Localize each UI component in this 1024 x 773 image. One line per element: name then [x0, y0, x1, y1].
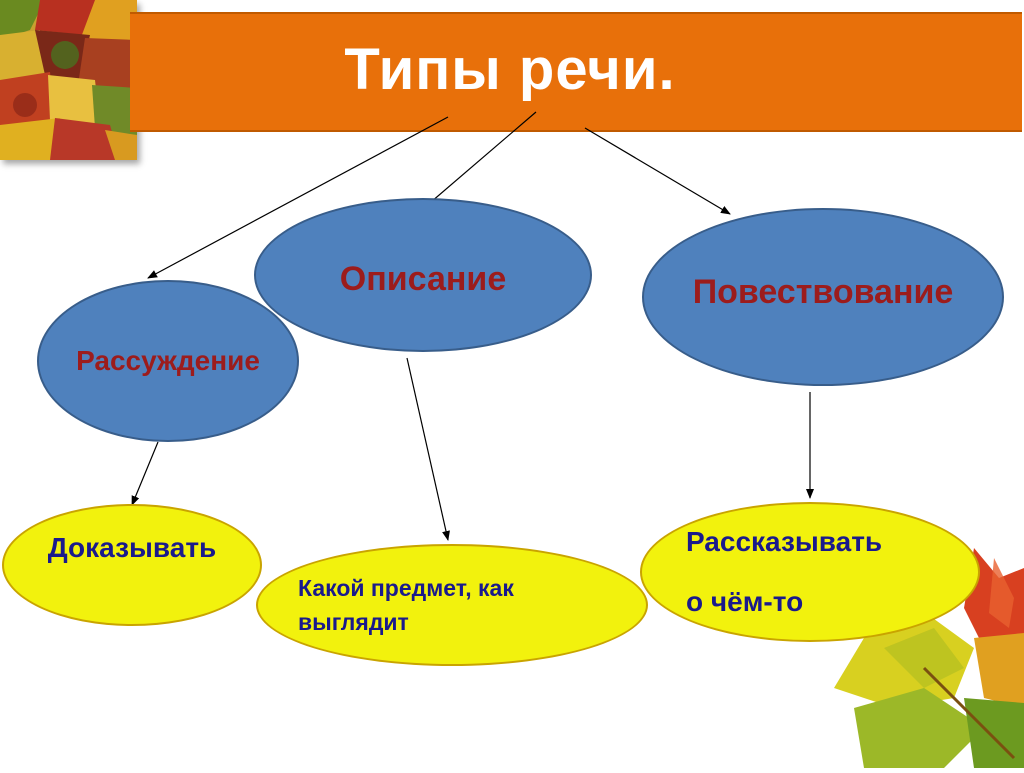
- label-kakoy-predmet-line2: выглядит: [298, 609, 409, 635]
- autumn-leaves-image: [0, 0, 137, 160]
- title-bar: [130, 12, 1022, 132]
- label-rasskazyvat-line2: о чём-то: [686, 586, 804, 617]
- autumn-leaves-decoration: [824, 538, 1024, 768]
- arrow-title-to-povestvovanie: [584, 127, 731, 215]
- label-opisanie: Описание: [339, 260, 507, 298]
- label-rasskazyvat-line1: Рассказывать: [686, 526, 883, 557]
- arrow-opisanie-to-predmet: [406, 357, 450, 541]
- ellipse-rasskazyvat: Рассказывать о чём-то: [640, 502, 980, 642]
- ellipse-kakoy-predmet: Какой предмет, как выглядит: [256, 544, 648, 666]
- label-dokazyvat: Доказывать: [47, 532, 217, 563]
- arrow-title-to-opisanie: [416, 111, 537, 215]
- arrow-rassuzhdenie-to-dokazyvat: [131, 441, 159, 506]
- slide-title: Типы речи.: [344, 37, 676, 102]
- label-povestvovanie: Повествование: [692, 272, 954, 311]
- arrow-title-to-rassuzhdenie: [147, 116, 449, 279]
- ellipse-opisanie: Описание: [254, 198, 592, 352]
- label-rassuzhdenie: Рассуждение: [76, 345, 260, 376]
- ellipse-dokazyvat: Доказывать: [2, 504, 262, 626]
- ellipse-rassuzhdenie: Рассуждение: [37, 280, 299, 442]
- label-kakoy-predmet-line1: Какой предмет, как: [298, 575, 514, 601]
- ellipse-povestvovanie: Повествование: [642, 208, 1004, 386]
